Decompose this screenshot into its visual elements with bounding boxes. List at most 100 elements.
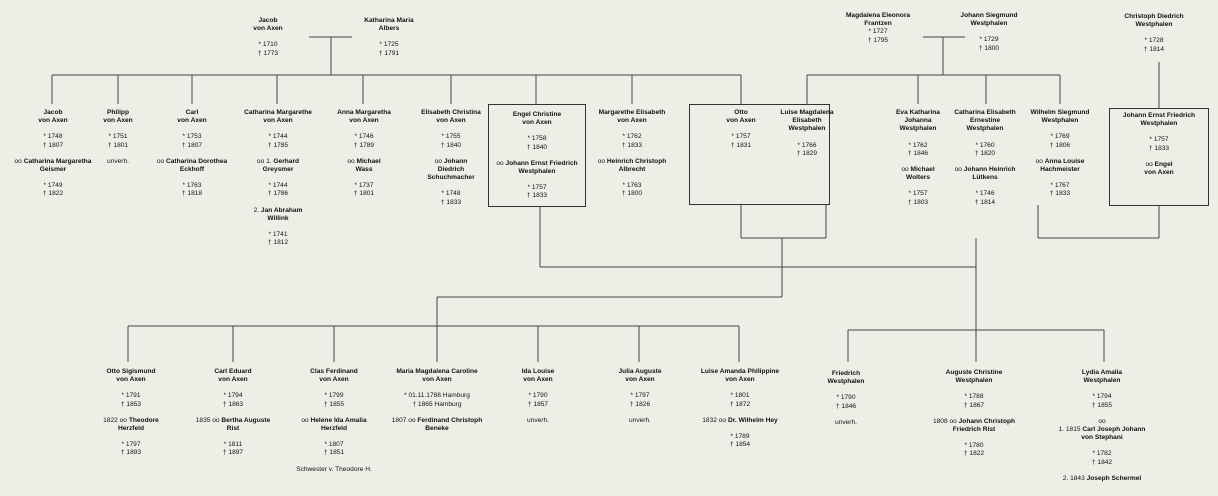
person-detail: † 1801 bbox=[107, 141, 129, 149]
person-detail: Wass bbox=[355, 166, 373, 174]
person-detail: oo Michael bbox=[901, 166, 935, 174]
person-detail: * 1758 bbox=[527, 135, 547, 143]
person-detail: † 1846 bbox=[835, 402, 857, 410]
person-detail: * 1797 bbox=[630, 392, 650, 400]
person-detail: oo Johann Ernst Friedrich bbox=[496, 159, 578, 167]
person-detail: oo 1. Gerhard bbox=[256, 157, 300, 165]
person-detail: * 1763 bbox=[182, 182, 202, 190]
person-detail: * 1769 bbox=[1050, 133, 1070, 141]
person-detail: † 1846 bbox=[907, 149, 929, 157]
person-detail: 1808 oo Johann Christoph bbox=[932, 417, 1016, 425]
person-detail: † 1785 bbox=[267, 141, 289, 149]
person-detail: Schwester v. Theodore H. bbox=[296, 465, 372, 473]
person-detail: 2. 1843 Joseph Schermel bbox=[1062, 474, 1142, 482]
person-detail: Westphalen bbox=[518, 168, 556, 176]
person-detail: * 1760 bbox=[975, 141, 995, 149]
person-detail: † 1867 bbox=[963, 401, 985, 409]
person-detail: * 1794 bbox=[1092, 393, 1112, 401]
person-detail: † 1865 Hamburg bbox=[412, 400, 462, 408]
person-detail: † 1806 bbox=[1049, 141, 1071, 149]
person-detail: oo Helene Ida Amalia bbox=[301, 416, 367, 424]
person-detail: † 1801 bbox=[353, 190, 375, 198]
person-detail: * 1757 bbox=[731, 133, 751, 141]
person-elisabeth-christina: Elisabeth Christina von Axen* 1755† 1840… bbox=[388, 109, 514, 207]
person-detail: † 1820 bbox=[974, 149, 996, 157]
person-detail: † 1822 bbox=[42, 190, 64, 198]
person-detail: * 1767 bbox=[1050, 182, 1070, 190]
person-detail: * 1744 bbox=[268, 182, 288, 190]
person-detail: † 1854 bbox=[729, 441, 751, 449]
person-detail: oo Catharina Dorothea bbox=[156, 157, 228, 165]
person-name: Friedrich Westphalen bbox=[827, 370, 865, 386]
person-detail: † 1786 bbox=[267, 190, 289, 198]
person-jacob-sr: Jacob von Axen* 1710† 1773 bbox=[205, 17, 331, 58]
person-luise-amanda: Luise Amanda Philippine von Axen* 1801† … bbox=[677, 368, 803, 449]
person-name: Eva Katharina Johanna Westphalen bbox=[896, 109, 940, 133]
person-detail: * 1762 bbox=[908, 141, 928, 149]
person-detail: Friedrich Rist bbox=[952, 426, 996, 434]
person-detail: † 1814 bbox=[974, 198, 996, 206]
person-detail: * 1780 bbox=[964, 442, 984, 450]
person-name: Otto von Axen bbox=[726, 109, 756, 125]
person-detail: * 1762 bbox=[622, 133, 642, 141]
person-detail: oo bbox=[1098, 417, 1106, 425]
person-detail: Herzfeld bbox=[117, 425, 144, 433]
box-johann-ernst-friedrich bbox=[1109, 108, 1209, 206]
person-luise-magdalena: Luise Magdalena Elisabeth Westphalen* 17… bbox=[744, 109, 870, 158]
person-detail: * 1755 bbox=[441, 133, 461, 141]
person-detail: * 1788 bbox=[964, 393, 984, 401]
person-detail: Beneke bbox=[425, 425, 449, 433]
person-detail: Willink bbox=[267, 214, 289, 222]
person-detail: unverh. bbox=[527, 416, 549, 424]
person-detail: * 1746 bbox=[354, 133, 374, 141]
person-detail: † 1851 bbox=[323, 449, 345, 457]
person-name: Margarethe Elisabeth von Axen bbox=[598, 109, 666, 125]
person-detail: † 1833 bbox=[1148, 144, 1170, 152]
person-detail: Greysmer bbox=[262, 166, 294, 174]
person-detail: 1835 oo Bertha Auguste bbox=[195, 416, 271, 424]
person-detail: oo Catharina Margaretha bbox=[14, 157, 92, 165]
person-detail: * 1729 bbox=[979, 36, 999, 44]
person-detail: oo Michael bbox=[347, 157, 381, 165]
person-name: Johann Siegmund Westphalen bbox=[960, 12, 1018, 28]
person-detail: † 1872 bbox=[729, 400, 751, 408]
person-detail: * 1811 bbox=[223, 441, 243, 449]
person-detail: † 1863 bbox=[222, 400, 244, 408]
person-detail: * 1791 bbox=[121, 392, 141, 400]
person-detail: 1807 oo Ferdinand Christoph bbox=[391, 416, 483, 424]
person-detail: * 01.11.1788 Hamburg bbox=[404, 392, 470, 400]
person-detail: oo Johann Heinrich bbox=[954, 166, 1016, 174]
couple-box-otto-luise bbox=[689, 104, 830, 205]
person-detail: * 1757 bbox=[908, 190, 928, 198]
person-detail: * 1782 bbox=[1092, 450, 1112, 458]
person-name: Jacob von Axen bbox=[253, 17, 283, 33]
person-detail: * 1728 bbox=[1144, 37, 1164, 45]
person-detail: † 1814 bbox=[1143, 45, 1165, 53]
person-detail: * 1799 bbox=[324, 392, 344, 400]
person-name: Engel Christine von Axen bbox=[512, 111, 562, 127]
person-detail: * 1725 bbox=[379, 41, 399, 49]
person-detail: * 1797 bbox=[121, 441, 141, 449]
person-name: Katharina Maria Albers bbox=[364, 17, 414, 33]
person-detail: Geismer bbox=[39, 166, 67, 174]
person-detail: 2. Jan Abraham bbox=[253, 206, 303, 214]
person-detail: * 1801 bbox=[730, 392, 750, 400]
person-name: Catharina Elisabeth Ernestine Westphalen bbox=[954, 109, 1016, 133]
person-detail: 1822 oo Theodore bbox=[103, 416, 159, 424]
person-detail: von Stephani bbox=[1081, 434, 1123, 442]
person-name: Clas Ferdinand von Axen bbox=[310, 368, 358, 384]
person-detail: 1. 1815 Carl Joseph Johann bbox=[1058, 426, 1146, 434]
person-detail: Wolters bbox=[905, 174, 931, 182]
person-detail: † 1897 bbox=[222, 449, 244, 457]
person-detail: † 1853 bbox=[120, 400, 142, 408]
person-name: Lydia Amalia Westphalen bbox=[1081, 369, 1123, 385]
person-magdalena-eleonora: Magdalena Eleonora Frantzen* 1727† 1795 bbox=[815, 12, 941, 45]
